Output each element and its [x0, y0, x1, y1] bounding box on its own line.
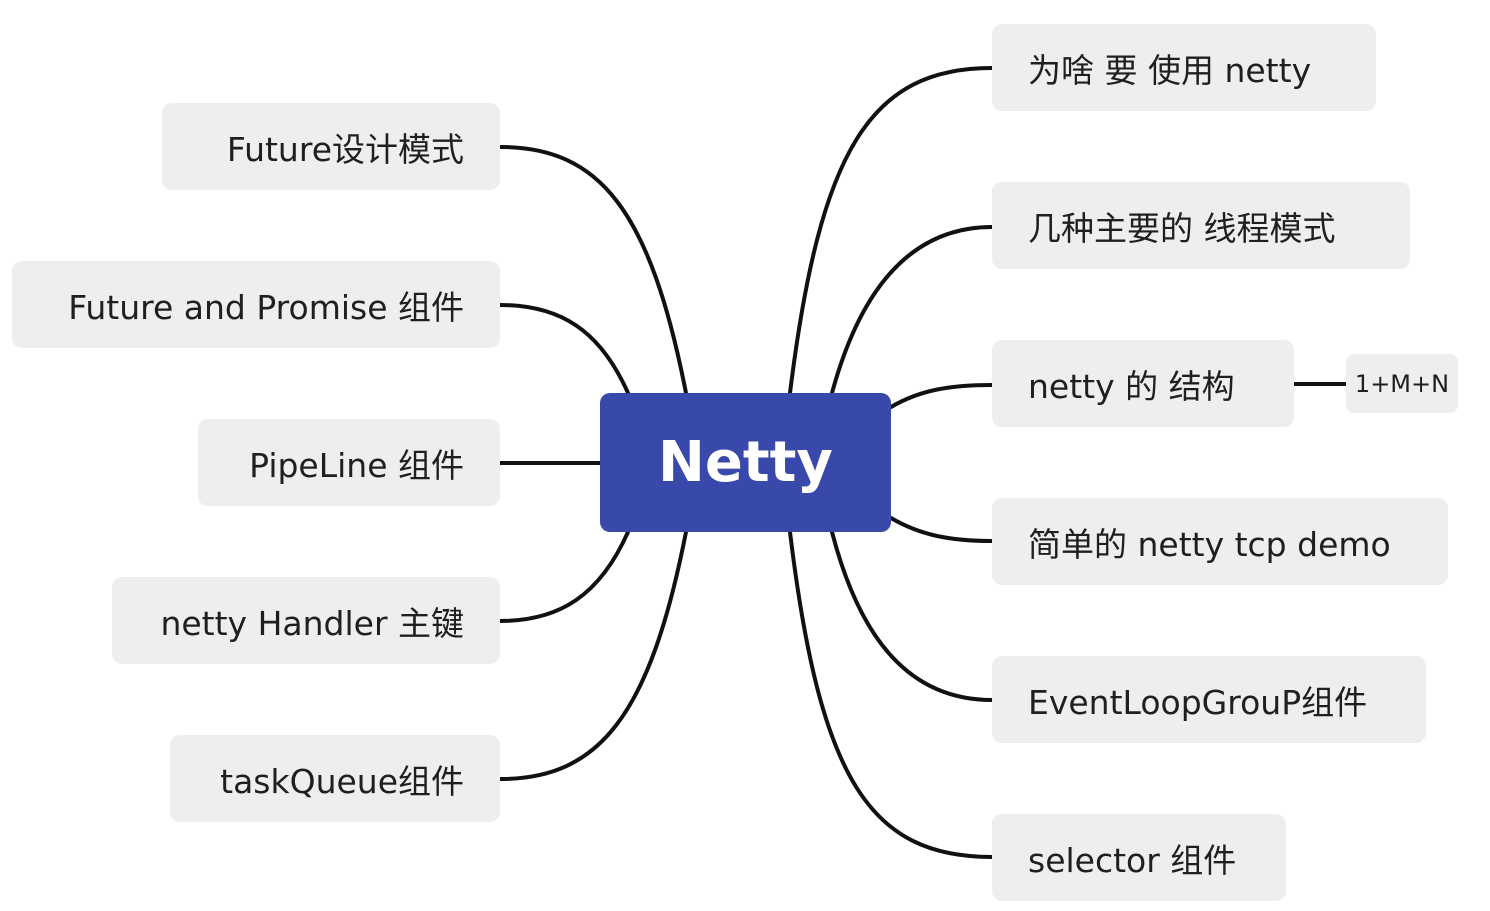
topic-selector[interactable]: selector 组件 [992, 814, 1286, 901]
topic-label: Future and Promise 组件 [68, 287, 464, 327]
topic-label: Future设计模式 [226, 129, 464, 169]
topic-eventloopgroup[interactable]: EventLoopGrouP组件 [992, 656, 1426, 743]
topic-pipeline[interactable]: PipeLine 组件 [198, 419, 500, 506]
topic-label: netty Handler 主键 [160, 603, 464, 643]
topic-label: taskQueue组件 [220, 761, 464, 801]
branch-line-future-promise [498, 303, 630, 395]
topic-label: selector 组件 [1028, 840, 1237, 880]
topic-label: EventLoopGrouP组件 [1028, 682, 1368, 722]
topic-tcp-demo[interactable]: 简单的 netty tcp demo [992, 498, 1448, 585]
branch-line-future-design [498, 145, 688, 395]
topic-future-and-promise[interactable]: Future and Promise 组件 [12, 261, 500, 348]
branch-line-why-netty [788, 66, 994, 395]
topic-label: 为啥 要 使用 netty [1028, 50, 1312, 90]
topic-future-design-pattern[interactable]: Future设计模式 [162, 103, 500, 190]
branch-line-handler [498, 530, 630, 623]
branch-line-tcp-demo [889, 516, 994, 543]
topic-label: netty 的 结构 [1028, 366, 1235, 406]
topic-label: PipeLine 组件 [249, 445, 464, 485]
branch-line-thread-modes [830, 225, 994, 395]
branch-line-selector [788, 530, 994, 859]
topic-label: 几种主要的 线程模式 [1028, 208, 1336, 248]
subtopic-label: 1+M+N [1354, 369, 1450, 398]
topic-taskqueue[interactable]: taskQueue组件 [170, 735, 500, 822]
topic-thread-modes[interactable]: 几种主要的 线程模式 [992, 182, 1410, 269]
topic-netty-structure[interactable]: netty 的 结构 [992, 340, 1294, 427]
topic-netty-handler[interactable]: netty Handler 主键 [112, 577, 500, 664]
topic-label: 简单的 netty tcp demo [1028, 524, 1391, 564]
central-topic-label: Netty [658, 430, 833, 495]
subtopic-structure-formula[interactable]: 1+M+N [1346, 354, 1458, 413]
branch-line-structure [889, 383, 994, 409]
branch-line-taskqueue [498, 530, 688, 781]
topic-why-use-netty[interactable]: 为啥 要 使用 netty [992, 24, 1376, 111]
branch-line-eventloop [830, 530, 994, 702]
central-topic-netty[interactable]: Netty [600, 393, 891, 532]
